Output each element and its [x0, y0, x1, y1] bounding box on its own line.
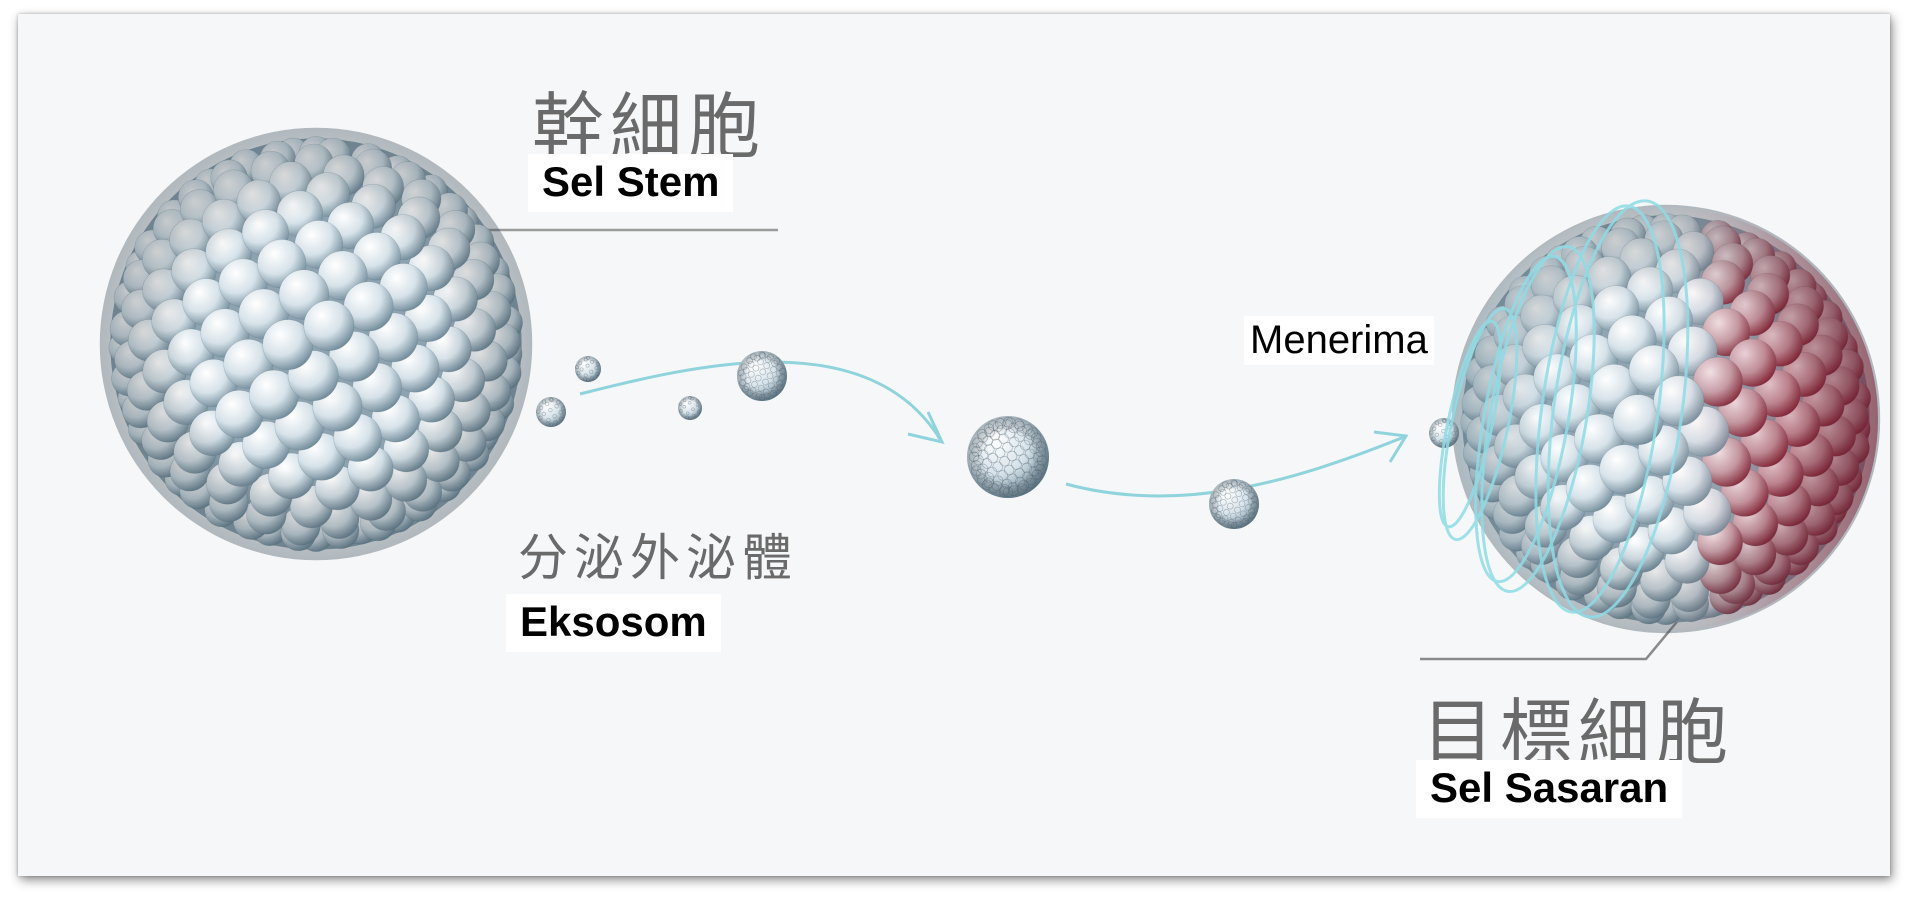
stem-cell-label: Sel Stem — [528, 154, 734, 212]
ring-1 — [1437, 319, 1503, 529]
receptor-rings — [1437, 199, 1690, 619]
stem-cell-shading — [99, 127, 533, 561]
exosome-particles — [536, 351, 1459, 529]
exosome-label: Eksosom — [506, 594, 721, 652]
stem-cell — [99, 127, 533, 561]
exosome-particle — [1209, 479, 1259, 529]
exosome-particle — [536, 397, 566, 427]
exosome-particle — [575, 355, 601, 383]
ring-6 — [1546, 199, 1690, 619]
exosome-particle — [678, 396, 702, 420]
exosome-label-cjk: 分泌外泌體 — [518, 529, 798, 587]
exosome-particle — [737, 351, 787, 401]
ring-2 — [1441, 306, 1519, 542]
receive-label: Menerima — [1244, 316, 1434, 365]
ring-4 — [1480, 244, 1596, 594]
exosome-particle — [967, 416, 1049, 498]
target-cell-label: Sel Sasaran — [1416, 760, 1683, 818]
exosome-diagram — [99, 127, 1881, 661]
path-arrow-2 — [1373, 430, 1409, 463]
ring-3 — [1474, 254, 1578, 584]
diagram-frame: 幹細胞 Sel Stem 分泌外泌體 Eksosom Menerima 目標細胞… — [18, 14, 1890, 876]
path-arrow-1 — [907, 411, 945, 445]
